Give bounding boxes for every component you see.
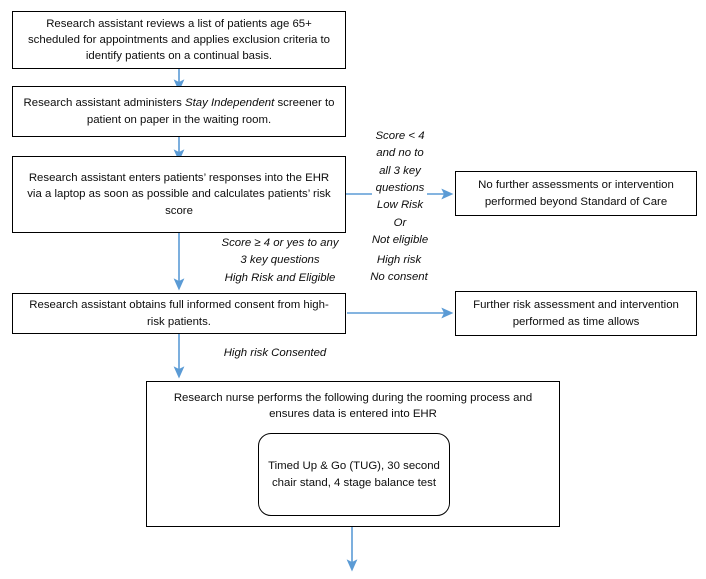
administer-text-italic: Stay Independent: [184, 97, 275, 110]
administer-text-after: screener to patient on paper in the wait…: [86, 97, 335, 126]
node-no-further-assessment-text: No further assessments or intervention p…: [478, 179, 674, 208]
node-enter-responses[interactable]: Research assistant enters patients’ resp…: [12, 156, 346, 233]
node-further-risk-assessment-text: Further risk assessment and intervention…: [473, 299, 679, 328]
administer-text-before: Research assistant administers: [23, 97, 185, 110]
node-no-further-assessment[interactable]: No further assessments or intervention p…: [455, 171, 697, 216]
node-obtain-consent-text: Research assistant obtains full informed…: [29, 299, 329, 328]
edge-label-high-risk-branch: Score ≥ 4 or yes to any 3 key questions …: [221, 237, 339, 284]
edge-label-high-risk-consented: High risk Consented: [223, 347, 327, 359]
edge-label-low-risk-branch: Score < 4 and no to all 3 key questions …: [371, 130, 429, 246]
node-screen-patients-text: Research assistant reviews a list of pat…: [27, 17, 331, 63]
edge-label-high-risk-no-consent: High risk No consent: [370, 254, 428, 284]
node-physical-tests-text: Timed Up & Go (TUG), 30 second chair sta…: [268, 460, 440, 489]
node-enter-responses-text: Research assistant enters patients’ resp…: [27, 172, 331, 217]
node-screen-patients[interactable]: Research assistant reviews a list of pat…: [12, 11, 346, 69]
node-further-risk-assessment[interactable]: Further risk assessment and intervention…: [455, 291, 697, 336]
node-obtain-consent[interactable]: Research assistant obtains full informed…: [12, 293, 346, 334]
node-administer-screener-text: Research assistant administers Stay Inde…: [21, 95, 337, 127]
node-administer-screener[interactable]: Research assistant administers Stay Inde…: [12, 86, 346, 137]
node-physical-tests[interactable]: Timed Up & Go (TUG), 30 second chair sta…: [258, 433, 450, 516]
node-nurse-rooming-text: Research nurse performs the following du…: [173, 392, 533, 421]
